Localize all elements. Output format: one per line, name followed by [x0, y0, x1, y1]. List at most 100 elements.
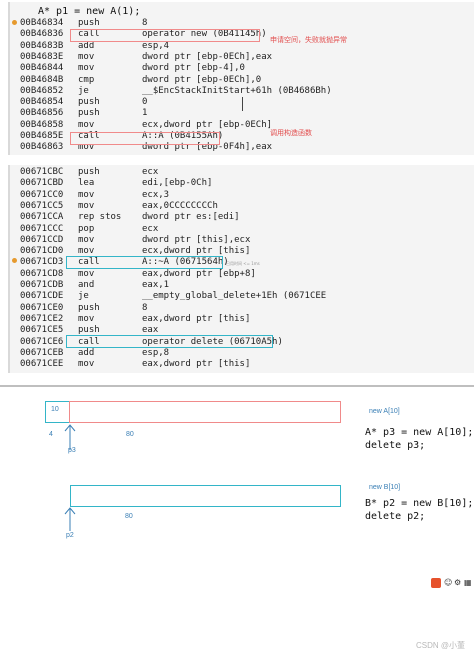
asm-op: lea — [78, 178, 95, 189]
asm-arg: ecx,3 — [142, 189, 170, 200]
pointer-arrow-p2 — [64, 507, 76, 531]
highlight-dtor-call — [66, 256, 223, 269]
asm-arg: ecx,dword ptr [this] — [142, 246, 251, 257]
code-a-line-1: A* p3 = new A[10]; — [365, 426, 473, 439]
asm-addr: 00671CE0 — [20, 302, 64, 313]
asm-addr: 00B46854 — [20, 97, 64, 108]
asm-arg: esp,8 — [142, 347, 170, 358]
asm-arg: eax,dword ptr [this] — [142, 359, 251, 370]
asm-addr: 00B46836 — [20, 29, 64, 40]
code-b-text-2: delete p2; — [365, 511, 426, 522]
asm-op: mov — [78, 200, 95, 211]
asm-op: add — [78, 347, 95, 358]
highlight-ctor-call — [70, 132, 220, 145]
asm-addr: 00B4685E — [20, 131, 64, 141]
asm-addr: 00671CD0 — [20, 246, 64, 257]
asm-arg: edi,[ebp-0Ch] — [142, 178, 213, 189]
asm-op: mov — [78, 313, 95, 324]
asm-op: call — [78, 131, 100, 141]
asm-op: call — [78, 336, 100, 347]
asm-addr: 00671CCD — [20, 234, 64, 245]
emoji-icon[interactable]: ☺ — [444, 578, 453, 587]
size-label-b: 80 — [125, 513, 133, 520]
asm-arg: A::~A (0671564h) — [142, 257, 229, 268]
asm-op: push — [78, 18, 100, 28]
asm-addr: 00B4684B — [20, 74, 64, 85]
grid-icon[interactable]: ▦ — [464, 578, 472, 587]
code-b-text-1: B* p2 = new B[10]; — [365, 498, 474, 509]
asm-arg: A::A (0B4155Ah) — [142, 131, 224, 141]
note-ctor: 调用构造函数 — [270, 129, 312, 137]
asm-addr: 00B4683B — [20, 40, 64, 51]
highlight-alloc-call — [70, 29, 260, 42]
asm-addr: 00B46856 — [20, 108, 64, 119]
asm-arg: esp,4 — [142, 40, 170, 51]
asm-addr: 00671CC0 — [20, 189, 64, 200]
highlight-delete-call — [66, 335, 273, 348]
asm-op: call — [78, 29, 100, 40]
new-b-label: new B[10] — [369, 484, 401, 491]
watermark: CSDN @小董 — [416, 641, 466, 650]
asm-addr: 00B46852 — [20, 85, 64, 96]
asm-op: mov — [78, 51, 95, 62]
array-block-a — [69, 401, 341, 423]
asm-addr: 00671CD3 — [20, 257, 64, 268]
app-logo-icon[interactable] — [431, 578, 441, 588]
asm-arg: __empty_global_delete+1Eh (0671CEE — [142, 291, 327, 302]
breakpoint-icon[interactable] — [12, 258, 17, 263]
code-b-line-1: B* p2 = new B[10]; — [365, 497, 473, 510]
asm-op: push — [78, 302, 100, 313]
asm-arg: dword ptr [ebp-0ECh],eax — [142, 51, 273, 62]
perf-hint: 已用时间 <= 1ms — [226, 261, 260, 266]
asm-addr: 00B46858 — [20, 119, 64, 130]
separator — [0, 385, 474, 387]
asm-op: je — [78, 85, 89, 96]
asm-op: and — [78, 280, 95, 290]
asm-op: cmp — [78, 74, 95, 85]
asm-addr: 00B46863 — [20, 142, 64, 153]
count-cell-value: 10 — [51, 406, 59, 413]
asm-op: call — [78, 257, 100, 268]
settings-icon[interactable]: ⚙ — [454, 578, 462, 587]
asm-addr: 00671CDE — [20, 291, 64, 302]
asm-op: mov — [78, 234, 95, 245]
code-a-text-1: A* p3 = new A[10]; — [365, 427, 474, 438]
code-a: A* p3 = new A[10]; delete p3; — [365, 426, 473, 452]
asm-addr: 00671CBD — [20, 178, 64, 189]
asm-arg: eax — [142, 325, 159, 336]
asm-arg: eax,1 — [142, 280, 170, 290]
asm-addr: 00671CEE — [20, 359, 64, 370]
text-cursor — [242, 97, 243, 111]
asm-arg: eax,dword ptr [this] — [142, 313, 251, 324]
asm-arg: ecx — [142, 223, 159, 234]
asm-addr: 00B46844 — [20, 63, 64, 74]
pointer-label-p2: p2 — [66, 532, 74, 539]
asm-arg: dword ptr [ebp-0F4h],eax — [142, 142, 273, 153]
asm-addr: 00671CCA — [20, 212, 64, 223]
asm-arg: eax,dword ptr [ebp+8] — [142, 268, 256, 279]
asm-addr: 00B4683E — [20, 51, 64, 62]
asm-arg: 8 — [142, 18, 148, 28]
asm-op: rep stos — [78, 212, 122, 223]
note-alloc: 申请空间，失败就抛异常 — [270, 36, 347, 44]
code-a-text-2: delete p3; — [365, 440, 426, 451]
asm-arg: 8 — [142, 302, 148, 313]
array-block-b — [70, 485, 341, 507]
asm-arg: dword ptr [ebp-0ECh],0 — [142, 74, 262, 85]
asm-arg: 0 — [142, 97, 148, 108]
code-a-line-2: delete p3; — [365, 439, 473, 452]
breakpoint-icon[interactable] — [12, 20, 17, 25]
asm-arg: operator new (0B41145h) — [142, 29, 267, 40]
asm-arg: dword ptr es:[edi] — [142, 212, 240, 223]
size-label-a: 80 — [126, 431, 134, 438]
asm-addr: 00671CD8 — [20, 268, 64, 279]
asm-arg: ecx — [142, 167, 159, 177]
asm-arg: dword ptr [ebp-4],0 — [142, 63, 245, 74]
asm-op: add — [78, 40, 95, 51]
asm-arg: operator delete (06710A5h) — [142, 336, 283, 347]
asm-op: mov — [78, 359, 95, 370]
asm-arg: 1 — [142, 108, 148, 119]
asm-op: push — [78, 325, 100, 336]
